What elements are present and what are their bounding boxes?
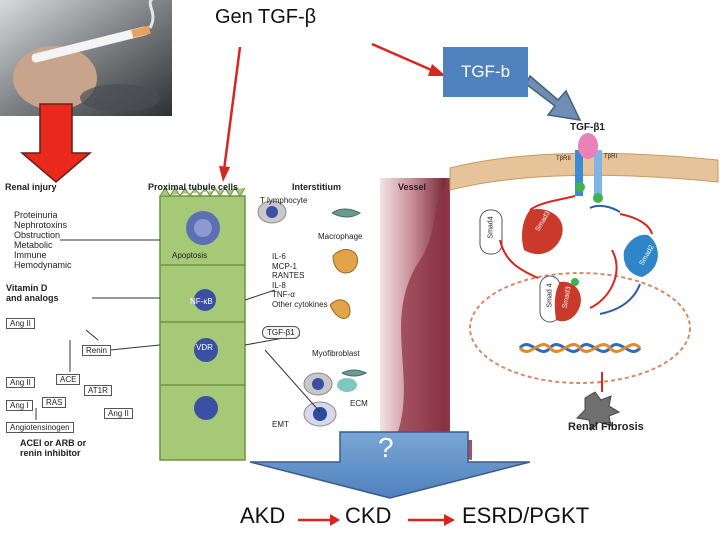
macrophage-label: Macrophage: [318, 232, 363, 241]
at1r-box: AT1R: [84, 385, 112, 396]
stage-ckd: CKD: [345, 503, 392, 528]
injury-cause: Nephrotoxins: [14, 220, 68, 230]
cytokine-item: MCP-1: [272, 261, 297, 271]
nfkb-label: NF-κB: [190, 297, 213, 306]
gen-tgf-title: Gen TGF-β: [215, 6, 317, 28]
header-renal-injury: Renal injury: [5, 182, 57, 192]
injury-cause: Immune: [14, 250, 47, 260]
ang-ii-box-a: Ang II: [6, 318, 35, 329]
injury-cause: Obstruction: [14, 230, 61, 240]
t-lymphocyte-label: T lymphocyte: [260, 196, 308, 205]
renal-fibrosis-label: Renal Fibrosis: [568, 421, 644, 433]
emt-label: EMT: [272, 420, 289, 429]
renin-box: Renin: [82, 345, 111, 356]
smad3-label: Smad3: [534, 210, 552, 233]
smad3-nuclear-label: Smad3: [561, 285, 573, 310]
tgf-b-box: TGF-b: [443, 47, 528, 97]
myofibroblast-label: Myofibroblast: [312, 349, 360, 358]
ace-box: ACE: [56, 374, 81, 385]
injury-cause: Metabolic: [14, 240, 53, 250]
stage-esrd: ESRD/PGKT: [462, 503, 590, 528]
smad4-label: Smad4: [487, 216, 495, 239]
injury-cause: Proteinuria: [14, 210, 58, 220]
tgf-b1-right-label: TGF-β1: [570, 122, 605, 133]
ras-box: RAS: [42, 397, 67, 408]
ecm-label: ECM: [350, 399, 368, 408]
header-interstitium: Interstitium: [292, 182, 342, 192]
cytokine-item: TNF-α: [272, 290, 295, 299]
angiotensinogen-box: Angiotensinogen: [6, 422, 74, 433]
header-proximal-tubule: Proximal tubule cells: [148, 182, 239, 192]
cytokine-item: Other cytokines: [272, 299, 328, 309]
smad4-nuclear-label: Smad 4: [546, 283, 554, 308]
ang-i-box: Ang I: [6, 400, 33, 411]
tbri-label: TβRI: [604, 154, 618, 160]
ang-ii-box-c: Ang II: [104, 408, 133, 419]
cytokine-item: IL-8: [272, 280, 286, 290]
vitamin-d-analogs-label: and analogs: [6, 293, 59, 303]
injury-cause: Hemodynamic: [14, 260, 72, 270]
ang-ii-box-b: Ang II: [6, 377, 35, 388]
cytokine-item: IL-6: [272, 252, 286, 261]
header-vessel: Vessel: [398, 182, 427, 192]
acei-label-2: renin inhibitor: [20, 448, 81, 458]
vdr-label: VDR: [196, 343, 213, 352]
cytokine-list: IL-6 MCP-1 RANTES IL-8 TNF-α Other cytok…: [272, 252, 328, 309]
cytokine-item: RANTES: [272, 271, 305, 280]
tbrii-label: TβRII: [556, 156, 571, 162]
smad2-label: Smad2: [638, 244, 656, 267]
stage-akd: AKD: [240, 503, 286, 528]
vitamin-d-label: Vitamin D: [6, 283, 48, 293]
acei-label-1: ACEI or ARB or: [20, 438, 87, 448]
question-mark: ?: [378, 432, 394, 463]
tgf-b1-box: TGF-β1: [262, 326, 300, 339]
injury-cause-list: Proteinuria Nephrotoxins Obstruction Met…: [14, 210, 72, 270]
apoptosis-label: Apoptosis: [172, 251, 208, 260]
